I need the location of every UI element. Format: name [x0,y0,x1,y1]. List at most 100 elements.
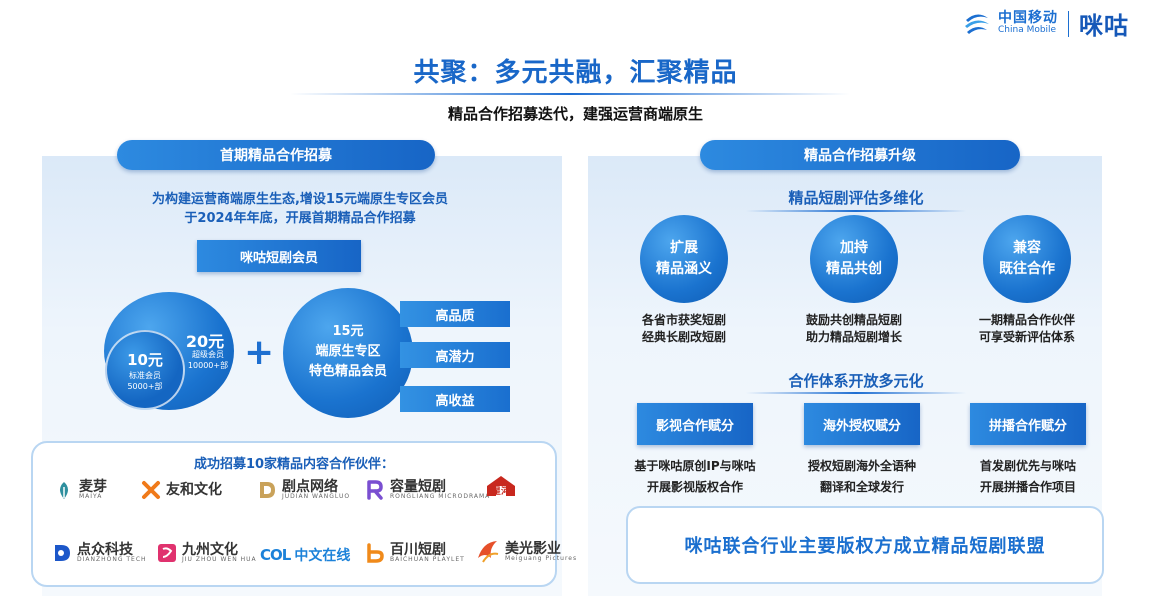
partner-name: 剧点网络 [282,478,338,495]
circle-extend [640,215,728,303]
tier20-info: 超级会员 10000+部 [180,349,236,371]
partner-logo-col: COL 中文在线 [260,545,350,565]
tag-high-revenue: 高收益 [400,386,510,412]
partner-en: RONGLIANG MICRODRAMA [390,493,491,501]
desc-line1: 一期精品合作伙伴 [978,313,1075,327]
circle-compatible [983,215,1071,303]
tier10-name: 标准会员 [129,371,161,380]
box-joint-broadcast-scoring: 拼播合作赋分 [970,403,1086,445]
circle-cocreate-text: 加持 精品共创 [810,238,898,280]
circle-line2: 精品共创 [826,261,882,277]
partner-name: 麦芽 [79,478,107,495]
left-desc-line1: 为构建运营商端原生生态,增设15元端原生专区会员 [151,192,449,207]
box-film-scoring: 影视合作赋分 [637,403,753,445]
circle-compatible-desc: 一期精品合作伙伴 可享受新评估体系 [942,312,1112,346]
brand-divider [1068,10,1069,37]
partner-logo-xinghe: 星河 [484,474,518,497]
partner-en: JIU ZHOU WEN HUA [182,556,257,564]
youhe-cross-icon [142,481,160,499]
desc-line2: 开展影视版权合作 [646,480,743,494]
desc-line1: 各省市获奖短剧 [641,313,726,327]
jiuzhou-icon [158,544,176,562]
circle-extend-desc: 各省市获奖短剧 经典长剧改短剧 [599,312,769,346]
china-mobile-icon [965,13,989,34]
desc-line2: 翻译和全球发行 [819,480,904,494]
partner-name: 友和文化 [166,481,222,498]
partner-name: 九州文化 [182,541,238,558]
partner-en: MAIYA [79,493,103,501]
tier15-line1: 15元 [332,324,364,339]
baichuan-b-icon [367,543,384,563]
title-underline [290,93,850,95]
left-panel-header: 首期精品合作招募 [117,140,435,170]
desc-line2: 可享受新评估体系 [978,330,1075,344]
right-panel-header: 精品合作招募升级 [700,140,1020,170]
box-film-desc: 基于咪咕原创IP与咪咕 开展影视版权合作 [604,456,786,498]
partner-en: DIANZHONG TECH [77,556,147,564]
desc-line2: 开展拼播合作项目 [979,480,1076,494]
tier20-name: 超级会员 [192,350,224,359]
china-mobile-wordmark: 中国移动 China Mobile [998,11,1058,35]
partner-box [31,441,557,587]
partner-en: JUDIAN WANGLUO [282,493,351,501]
tier10-price: 10元 [127,351,163,369]
partner-name: 星河 [491,487,510,497]
section-evaluation-title: 精品短剧评估多维化 [788,189,924,207]
migu-logo: 咪咕 [1079,12,1129,40]
tier15-line3: 特色精品会员 [308,364,387,379]
circle-line1: 兼容 [1013,240,1041,256]
col-icon: COL [260,546,291,564]
alliance-banner: 咪咕联合行业主要版权方成立精品短剧联盟 [626,506,1104,584]
desc-line2: 经典长剧改短剧 [641,330,726,344]
box-overseas-scoring: 海外授权赋分 [804,403,920,445]
xinghe-house-icon [487,476,515,496]
left-desc-line2: 于2024年年底，开展首期精品合作招募 [184,211,416,226]
page-subtitle: 精品合作招募迭代，建强运营商端原生 [447,105,703,123]
tier10-info: 标准会员 5000+部 [110,370,180,392]
desc-line1: 首发剧优先与咪咕 [979,459,1076,473]
desc-line1: 授权短剧海外全语种 [807,459,916,473]
partner-en: BAICHUAN PLAYLET [390,556,465,564]
brand-header: 中国移动 China Mobile 咪咕 [962,6,1129,41]
partner-logo-youhe: 友和文化 [140,479,222,501]
desc-line2: 助力精品短剧增长 [805,330,902,344]
maiya-leaf-icon [60,482,68,499]
tier15-line2: 端原生专区 [315,344,381,359]
china-mobile-en: China Mobile [998,25,1057,36]
circle-line2: 精品涵义 [656,261,712,277]
section-evaluation-underline [746,210,966,212]
circle-cocreate-desc: 鼓励共创精品短剧 助力精品短剧增长 [769,312,939,346]
circle-compatible-text: 兼容 既往合作 [983,238,1071,280]
circle-extend-text: 扩展 精品涵义 [640,238,728,280]
section-cooperation-title: 合作体系开放多元化 [788,372,924,390]
partner-name: 中文在线 [294,548,351,564]
tier15-text: 15元 端原生专区 特色精品会员 [283,322,413,382]
plus-sign: + [244,332,275,373]
member-label-box: 咪咕短剧会员 [197,240,361,272]
dianzhong-d-icon [55,545,70,561]
meiguang-bird-icon [478,541,499,563]
tier15-circle [283,288,413,418]
circle-line2: 既往合作 [999,261,1055,277]
circle-cocreate [810,215,898,303]
tier20-price: 20元 [185,332,225,351]
tag-high-quality: 高品质 [400,301,510,327]
partner-name: 美光影业 [505,540,561,557]
tag-high-potential: 高潜力 [400,342,510,368]
circle-line1: 加持 [840,240,868,256]
judian-d-icon [260,482,275,498]
china-mobile-cn: 中国移动 [998,10,1058,27]
desc-line1: 基于咪咕原创IP与咪咕 [634,459,756,473]
tier20-count: 10000+部 [187,361,229,370]
tier10-count: 5000+部 [127,382,163,391]
circle-line1: 扩展 [670,240,698,256]
partner-title: 成功招募10家精品内容合作伙伴： [193,457,395,472]
partner-en: Meiguang Pictures [505,555,578,563]
